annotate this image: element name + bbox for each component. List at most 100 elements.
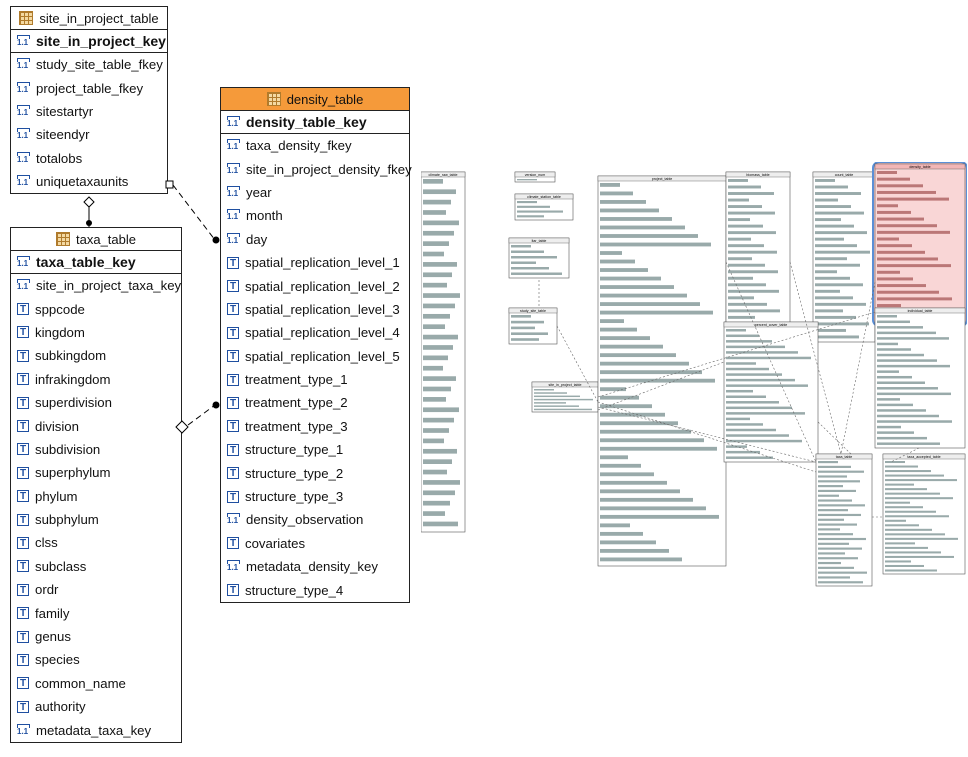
primary-key-row[interactable]: 1.1 density_table_key — [221, 111, 409, 134]
overview-relationship-line — [890, 447, 920, 463]
overview-column-line — [423, 334, 458, 340]
overview-table[interactable]: ltar_table — [508, 237, 570, 279]
overview-column-line — [728, 263, 765, 267]
overview-column-line — [423, 282, 447, 288]
primary-key-row[interactable]: 1.1 taxa_table_key — [11, 251, 181, 274]
overview-column-line — [728, 231, 776, 235]
overview-table[interactable]: version_num — [514, 171, 556, 183]
overview-table[interactable]: taxa_table — [815, 453, 873, 587]
text-column-icon: T — [17, 583, 29, 596]
column-name: totalobs — [36, 150, 83, 166]
numeric-column-icon: 1.1 — [227, 209, 240, 222]
overview-column-line — [423, 210, 446, 215]
overview-column-line — [877, 420, 952, 423]
overview-column-line — [815, 328, 846, 332]
overview-table[interactable]: site_in_project_table — [531, 381, 599, 413]
overview-table[interactable]: percent_cover_table — [723, 321, 819, 463]
overview-table-header — [508, 307, 558, 314]
overview-column-line — [815, 244, 857, 248]
overview-column-line — [600, 234, 698, 238]
overview-table-box — [882, 453, 966, 575]
schema-overview[interactable]: climate_raw_table version_num climate_stat… — [421, 162, 967, 592]
text-column-icon: T — [17, 630, 29, 643]
overview-column-line — [877, 348, 911, 351]
overview-table-title: study_site_table — [520, 309, 546, 313]
overview-table[interactable]: biomass_table — [725, 171, 791, 343]
overview-column-line — [423, 448, 457, 454]
overview-column-line — [885, 492, 940, 495]
overview-column-line — [877, 375, 912, 379]
overview-table[interactable]: project_table — [597, 175, 727, 567]
overview-table[interactable]: taxa_accepted_table — [882, 453, 966, 575]
column-name: study_site_table_fkey — [36, 57, 163, 73]
site-in-project-table[interactable]: site_in_project_table 1.1 site_in_projec… — [10, 6, 168, 195]
overview-column-line — [818, 470, 864, 473]
overview-column-line — [726, 329, 746, 332]
overview-column-line — [423, 262, 457, 267]
primary-key-row[interactable]: 1.1 site_in_project_key — [11, 30, 167, 53]
text-column-icon: T — [17, 443, 29, 456]
overview-table[interactable]: individual_table — [874, 307, 966, 449]
overview-table-title: percent_cover_table — [755, 323, 788, 327]
overview-table[interactable]: density_table — [872, 162, 967, 327]
text-column-icon: T — [227, 326, 239, 339]
overview-column-line — [600, 531, 643, 536]
overview-column-line — [877, 224, 937, 228]
overview-table[interactable]: climate_raw_table — [421, 171, 466, 533]
overview-column-line — [815, 296, 853, 300]
overview-table[interactable]: count_table — [812, 171, 876, 343]
overview-table[interactable]: climate_station_table — [514, 193, 574, 221]
overview-table[interactable]: study_site_table — [508, 307, 558, 345]
text-column-icon: T — [17, 536, 29, 549]
overview-column-line — [877, 337, 949, 340]
